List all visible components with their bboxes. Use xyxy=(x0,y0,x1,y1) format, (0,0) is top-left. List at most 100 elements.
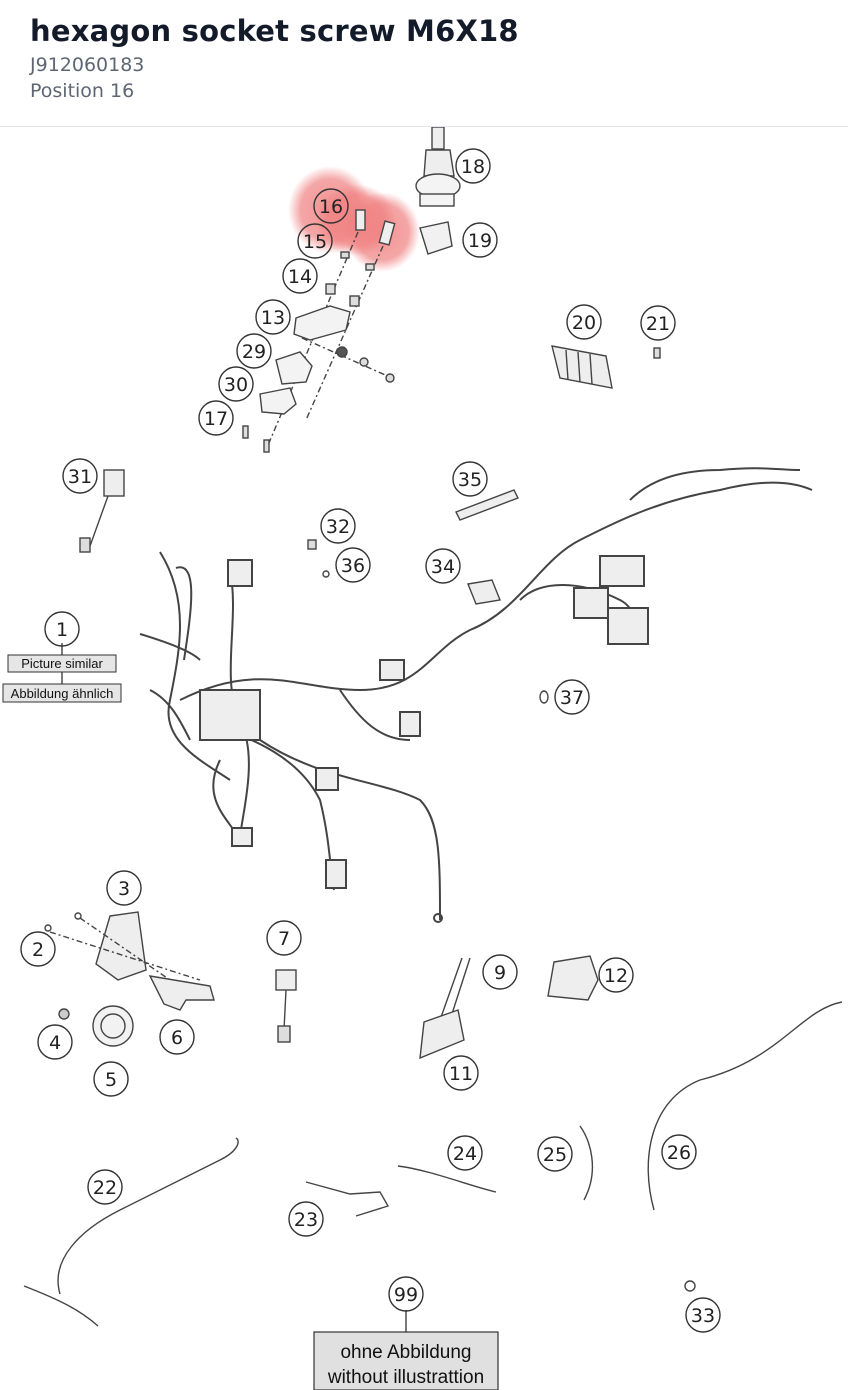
callout-19[interactable]: 19 xyxy=(462,222,498,258)
callout-circle xyxy=(452,461,488,497)
callout-circle xyxy=(462,222,498,258)
callout-number: 9 xyxy=(494,962,506,984)
ohne-abbildung-label: ohne Abbildung xyxy=(340,1342,471,1363)
picture-similar-label-group: Picture similar Abbildung ähnlich xyxy=(2,643,122,703)
callout-circle xyxy=(640,305,676,341)
without-illustration-label: without illustrattion xyxy=(327,1367,484,1388)
horn-assembly-drawing xyxy=(44,911,215,1047)
callout-circle xyxy=(313,188,349,224)
callout-number: 23 xyxy=(294,1209,318,1231)
part-25-drawing xyxy=(579,1125,594,1201)
without-illustration-box xyxy=(313,1331,499,1390)
part-22-drawing xyxy=(23,1137,239,1327)
callout-14[interactable]: 14 xyxy=(282,258,318,294)
bracket-assembly-drawing xyxy=(242,209,396,453)
callout-30[interactable]: 30 xyxy=(218,366,254,402)
part-12-drawing xyxy=(547,955,599,1001)
callout-21[interactable]: 21 xyxy=(640,305,676,341)
callout-circle xyxy=(255,299,291,335)
callout-2[interactable]: 2 xyxy=(20,931,56,967)
callout-circle xyxy=(218,366,254,402)
callout-circle xyxy=(661,1134,697,1170)
callout-17[interactable]: 17 xyxy=(198,400,234,436)
part-drawings xyxy=(23,127,843,1327)
callout-15[interactable]: 15 xyxy=(297,223,333,259)
callout-circle xyxy=(236,333,272,369)
part-36-drawing xyxy=(322,570,330,578)
callout-12[interactable]: 12 xyxy=(598,957,634,993)
callout-number: 21 xyxy=(646,313,670,335)
callout-circle xyxy=(455,148,491,184)
callout-circle xyxy=(288,1201,324,1237)
part-33-drawing xyxy=(684,1280,696,1292)
callout-25[interactable]: 25 xyxy=(537,1136,573,1172)
callout-4[interactable]: 4 xyxy=(37,1024,73,1060)
callout-circle xyxy=(554,679,590,715)
callout-6[interactable]: 6 xyxy=(159,1019,195,1055)
callout-circle xyxy=(266,920,302,956)
callout-7[interactable]: 7 xyxy=(266,920,302,956)
part-7-drawing xyxy=(275,969,297,1043)
callout-5[interactable]: 5 xyxy=(93,1061,129,1097)
callout-number: 33 xyxy=(691,1305,715,1327)
callout-29[interactable]: 29 xyxy=(236,333,272,369)
callout-number: 17 xyxy=(204,408,228,430)
callout-circle xyxy=(388,1276,424,1312)
callout-26[interactable]: 26 xyxy=(661,1134,697,1170)
callout-number: 34 xyxy=(431,556,455,578)
part-37-drawing xyxy=(539,690,549,704)
callout-circle xyxy=(297,223,333,259)
callout-9[interactable]: 9 xyxy=(482,954,518,990)
part-35-drawing xyxy=(455,489,519,521)
callout-number: 19 xyxy=(468,230,492,252)
part-9-11-drawing xyxy=(419,957,471,1060)
callout-23[interactable]: 23 xyxy=(288,1201,324,1237)
callout-circle xyxy=(93,1061,129,1097)
callout-circle xyxy=(598,957,634,993)
part-number: J912060183 xyxy=(30,54,145,76)
callout-18[interactable]: 18 xyxy=(455,148,491,184)
callout-circle xyxy=(482,954,518,990)
diagram-canvas: Picture similar Abbildung ähnlich ohne A… xyxy=(2,127,843,1390)
callout-circle xyxy=(425,548,461,584)
callout-31[interactable]: 31 xyxy=(62,458,98,494)
callout-circle xyxy=(282,258,318,294)
fuse-box-drawing xyxy=(551,345,661,389)
callout-36[interactable]: 36 xyxy=(335,547,371,583)
callout-3[interactable]: 3 xyxy=(106,870,142,906)
callout-number: 29 xyxy=(242,341,266,363)
callout-1[interactable]: 1 xyxy=(44,611,80,647)
callout-32[interactable]: 32 xyxy=(320,508,356,544)
callout-circle xyxy=(44,611,80,647)
callout-circle xyxy=(62,458,98,494)
callout-circle xyxy=(159,1019,195,1055)
callout-11[interactable]: 11 xyxy=(443,1055,479,1091)
part-26-drawing xyxy=(647,1001,843,1211)
callout-20[interactable]: 20 xyxy=(566,304,602,340)
callout-99[interactable]: 99 xyxy=(388,1276,424,1312)
callout-13[interactable]: 13 xyxy=(255,299,291,335)
part-34-drawing xyxy=(467,579,501,605)
callout-number: 36 xyxy=(341,555,365,577)
callout-35[interactable]: 35 xyxy=(452,461,488,497)
callout-circle xyxy=(198,400,234,436)
callout-33[interactable]: 33 xyxy=(685,1297,721,1333)
callout-number: 15 xyxy=(303,231,327,253)
sensor-drawing xyxy=(415,127,461,255)
callout-24[interactable]: 24 xyxy=(447,1135,483,1171)
callout-number: 31 xyxy=(68,466,92,488)
abbildung-aehnlich-box xyxy=(2,683,122,703)
callout-circle xyxy=(443,1055,479,1091)
callout-22[interactable]: 22 xyxy=(87,1169,123,1205)
part-position: Position 16 xyxy=(30,80,135,102)
callout-circle xyxy=(87,1169,123,1205)
part-31-drawing xyxy=(79,469,125,553)
callout-37[interactable]: 37 xyxy=(554,679,590,715)
callout-number: 3 xyxy=(118,878,130,900)
picture-similar-box xyxy=(7,654,117,673)
callout-16[interactable]: 16 xyxy=(313,188,349,224)
callout-circle xyxy=(320,508,356,544)
part-header: hexagon socket screw M6X18 J912060183 Po… xyxy=(0,0,848,127)
callout-34[interactable]: 34 xyxy=(425,548,461,584)
